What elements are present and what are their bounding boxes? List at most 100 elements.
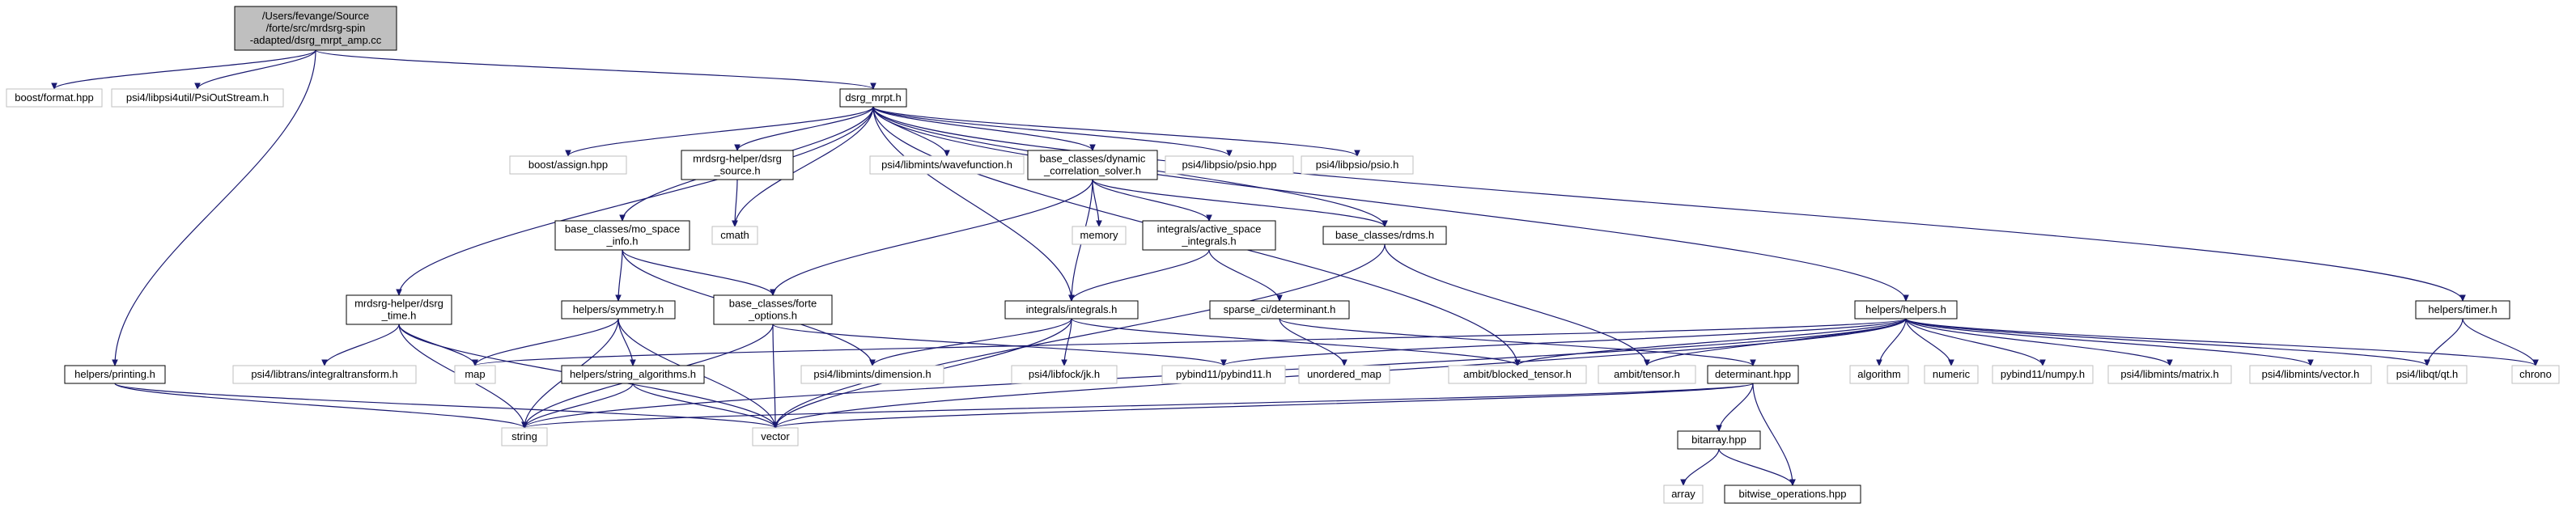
node-algorithm: algorithm	[1849, 365, 1909, 384]
node-box	[501, 427, 548, 446]
node-tensor: ambit/tensor.h	[1598, 365, 1696, 384]
node-symmetry[interactable]: helpers/symmetry.h	[561, 300, 676, 319]
node-label: helpers/helpers.h	[1865, 303, 1946, 315]
edge-determinant_h-to-determinant_hpp	[1279, 318, 1753, 366]
node-label: integrals/integrals.h	[1026, 303, 1118, 315]
edge-dyn_corr-to-forte_options	[773, 179, 1093, 295]
node-timer[interactable]: helpers/timer.h	[2415, 300, 2510, 319]
node-pybind11: pybind11/pybind11.h	[1161, 365, 1286, 384]
node-box	[681, 150, 794, 180]
node-label: boost/assign.hpp	[528, 159, 608, 171]
node-determinant-h[interactable]: sparse_ci/determinant.h	[1209, 300, 1350, 319]
node-box	[2415, 300, 2510, 319]
edge-mrdsrg_time-to-integraltransform	[325, 324, 400, 366]
edge-helpers-to-map	[475, 318, 1907, 366]
node-label: integrals/active_space	[1157, 223, 1262, 235]
node-psio-hpp: psi4/libpsio/psio.hpp	[1165, 155, 1294, 175]
edge-dsrg_mrpt-to-integrals	[872, 106, 1072, 301]
node-label: cmath	[720, 229, 749, 241]
node-label: psi4/libmints/wavefunction.h	[881, 159, 1012, 171]
node-helpers[interactable]: helpers/helpers.h	[1854, 300, 1958, 319]
node-forte-options[interactable]: base_classes/forte_options.h	[713, 294, 833, 325]
node-vector-h: psi4/libmints/vector.h	[2249, 365, 2372, 384]
node-label: base_classes/forte	[729, 298, 817, 310]
node-boost-format: boost/format.hpp	[6, 88, 103, 108]
node-label: /forte/src/mrdsrg-spin	[266, 22, 366, 34]
edge-symmetry-to-map	[475, 318, 619, 366]
node-mo-space[interactable]: base_classes/mo_space_info.h	[554, 220, 690, 251]
node-label: helpers/string_algorithms.h	[570, 368, 696, 380]
node-label: psi4/libpsi4util/PsiOutStream.h	[126, 91, 269, 104]
node-mrdsrg-source[interactable]: mrdsrg-helper/dsrg_source.h	[681, 150, 794, 180]
node-box	[1854, 300, 1958, 319]
node-dsrg-mrpt[interactable]: dsrg_mrpt.h	[839, 88, 907, 108]
node-box	[1677, 430, 1761, 450]
edge-root-to-boost_format	[54, 49, 316, 89]
edge-helpers-to-qt	[1905, 318, 2427, 366]
node-box	[1165, 155, 1294, 175]
node-string-algorithms[interactable]: helpers/string_algorithms.h	[561, 365, 705, 384]
node-label: _correlation_solver.h	[1043, 165, 1141, 177]
edge-dsrg_mrpt-to-mrdsrg_time	[399, 106, 874, 295]
node-box	[800, 365, 944, 384]
edge-dyn_corr-to-memory	[1092, 179, 1099, 226]
edge-forte_options-to-vector	[773, 324, 775, 428]
edge-determinant_hpp-to-vector	[775, 383, 1754, 428]
edge-bitarray-to-array	[1683, 448, 1720, 485]
node-mrdsrg-time[interactable]: mrdsrg-helper/dsrg_time.h	[346, 294, 452, 325]
node-root[interactable]: /Users/fevange/Source/forte/src/mrdsrg-s…	[234, 6, 397, 51]
node-label: string	[511, 430, 537, 442]
node-label: unordered_map	[1307, 368, 1381, 380]
edge-printing-to-vector	[114, 383, 775, 428]
node-chrono: chrono	[2511, 365, 2560, 384]
edge-dyn_corr-to-active_space	[1092, 179, 1209, 221]
node-label: helpers/symmetry.h	[573, 303, 664, 315]
node-box	[869, 155, 1025, 175]
node-box	[1448, 365, 1587, 384]
node-label: psi4/libfock/jk.h	[1029, 368, 1100, 380]
node-label: array	[1671, 488, 1695, 500]
node-label: boost/format.hpp	[15, 91, 94, 104]
node-string: string	[501, 427, 548, 446]
edge-string_algorithms-to-string	[524, 383, 634, 428]
edge-dsrg_mrpt-to-mrdsrg_source	[737, 106, 874, 150]
node-label: _time.h	[381, 310, 417, 322]
node-active-space[interactable]: integrals/active_space_integrals.h	[1142, 220, 1276, 251]
node-bitarray[interactable]: bitarray.hpp	[1677, 430, 1761, 450]
node-label: /Users/fevange/Source	[262, 10, 369, 22]
node-label: psi4/libpsio/psio.h	[1316, 159, 1399, 171]
edge-integrals-to-jk	[1064, 318, 1072, 366]
node-determinant-hpp[interactable]: determinant.hpp	[1707, 365, 1799, 384]
node-label: psi4/libmints/vector.h	[2262, 368, 2360, 380]
edge-determinant_hpp-to-bitwise	[1752, 383, 1793, 485]
node-rdms[interactable]: base_classes/rdms.h	[1322, 226, 1447, 245]
node-printing[interactable]: helpers/printing.h	[64, 365, 166, 384]
edge-integrals-to-blocked_tensor	[1071, 318, 1517, 366]
dependency-nodes: /Users/fevange/Source/forte/src/mrdsrg-s…	[6, 6, 2560, 504]
node-integrals[interactable]: integrals/integrals.h	[1004, 300, 1139, 319]
node-box	[111, 88, 284, 108]
node-label: algorithm	[1857, 368, 1900, 380]
node-dyn-corr[interactable]: base_classes/dynamic_correlation_solver.…	[1027, 150, 1158, 180]
node-box	[2387, 365, 2468, 384]
edge-mo_space-to-forte_options	[622, 249, 773, 295]
node-box	[64, 365, 166, 384]
node-label: ambit/tensor.h	[1614, 368, 1680, 380]
node-jk: psi4/libfock/jk.h	[1011, 365, 1118, 384]
node-bitwise[interactable]: bitwise_operations.hpp	[1724, 484, 1861, 504]
node-box	[1724, 484, 1861, 504]
edge-timer-to-qt	[2427, 318, 2464, 366]
node-label: helpers/printing.h	[74, 368, 155, 380]
node-label: pybind11/pybind11.h	[1176, 368, 1271, 380]
node-cmath: cmath	[711, 226, 758, 245]
edge-helpers-to-matrix	[1905, 318, 2170, 366]
node-label: base_classes/rdms.h	[1335, 229, 1434, 241]
node-integraltransform: psi4/libtrans/integraltransform.h	[232, 365, 417, 384]
node-matrix: psi4/libmints/matrix.h	[2107, 365, 2232, 384]
node-box	[346, 294, 452, 325]
edge-printing-to-string	[114, 383, 524, 428]
edge-dsrg_mrpt-to-helpers	[872, 106, 1906, 301]
edge-mrdsrg_source-to-cmath	[735, 179, 737, 226]
node-label: mrdsrg-helper/dsrg	[354, 298, 443, 310]
